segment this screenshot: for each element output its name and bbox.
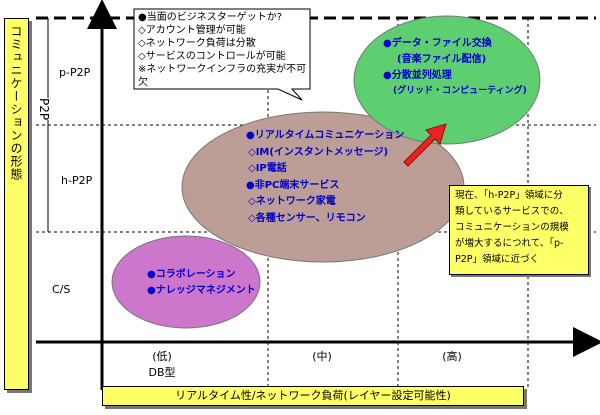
purple-item-2: ●ナレッジマネジメント	[147, 285, 256, 296]
callout-line-1: ●当面のビジネスターゲットか?	[138, 12, 283, 23]
brown-item-3: ◇IP電話	[248, 163, 287, 174]
x-axis-label: リアルタイム性/ネットワーク負荷(レイヤー設定可能性)	[175, 389, 451, 402]
tier-label-h-p2p: h-P2P	[61, 174, 93, 187]
x-tick-low: (低)	[152, 350, 172, 363]
green-item-2: ●分散並列処理	[383, 70, 452, 81]
tier-label-p-p2p: p-P2P	[59, 66, 91, 79]
x-tick-low-sub: DB型	[148, 366, 176, 379]
x-tick-high: (高)	[442, 350, 462, 363]
purple-ellipse-text: ●コラボレーション ●ナレッジマネジメント	[147, 267, 256, 299]
purple-item-1: ●コラボレーション	[147, 269, 236, 280]
note-box: 現在、「h-P2P」領域に分 類しているサービスでの、 コミュニケーションの規模…	[449, 185, 589, 275]
callout-bubble	[133, 8, 311, 101]
green-ellipse	[353, 15, 541, 145]
note-line-2: 類しているサービスでの、	[455, 206, 569, 217]
green-item-1: ●データ・ファイル交換	[383, 38, 492, 49]
y-axis-label-box: コミュニケーションの形態	[4, 18, 29, 390]
callout-text: ●当面のビジネスターゲットか? ◇アカウント管理が可能 ◇ネットワーク負荷は分散…	[134, 9, 318, 93]
purple-ellipse	[111, 235, 261, 329]
note-line-1: 現在、「h-P2P」領域に分	[455, 190, 563, 201]
red-arrow-icon	[403, 123, 447, 167]
note-line-5: P2P」領域に近づく	[455, 254, 540, 265]
green-ellipse-text: ●データ・ファイル交換 (音楽ファイル配信) ●分散並列処理 (グリッド・コンピ…	[383, 36, 527, 98]
callout-line-5: ※ネットワークインフラの充実が不可欠	[138, 64, 307, 88]
brown-item-2: ◇IM(インスタントメッセージ)	[248, 146, 389, 158]
brown-item-6: ◇各種センサー、リモコン	[248, 212, 366, 224]
x-axis-label-box: リアルタイム性/ネットワーク負荷(レイヤー設定可能性)	[102, 386, 524, 406]
green-item-1b: (音楽ファイル配信)	[397, 54, 487, 65]
brown-item-4: ●非PC端末サービス	[246, 179, 340, 191]
callout-line-4: ◇サービスのコントロールが可能	[138, 51, 286, 62]
tier-label-cs: C/S	[52, 283, 71, 296]
green-item-2b: (グリッド・コンピューティング)	[393, 86, 527, 96]
brown-ellipse-text: ●リアルタイムコミュニケーション ◇IM(インスタントメッセージ) ◇IP電話 …	[246, 128, 404, 227]
brown-item-1: ●リアルタイムコミュニケーション	[246, 130, 405, 141]
x-tick-mid: (中)	[312, 350, 332, 363]
callout-line-2: ◇アカウント管理が可能	[138, 25, 246, 36]
callout-line-3: ◇ネットワーク負荷は分散	[138, 38, 256, 49]
y-axis-label: コミュニケーションの形態	[9, 25, 23, 181]
note-line-4: が増大するにつれて、「p-	[455, 238, 564, 249]
tier-group-label-p2p: P2P	[37, 98, 51, 121]
note-line-3: コミュニケーションの規模	[455, 222, 569, 233]
brown-item-5: ◇ネットワーク家電	[248, 196, 336, 207]
